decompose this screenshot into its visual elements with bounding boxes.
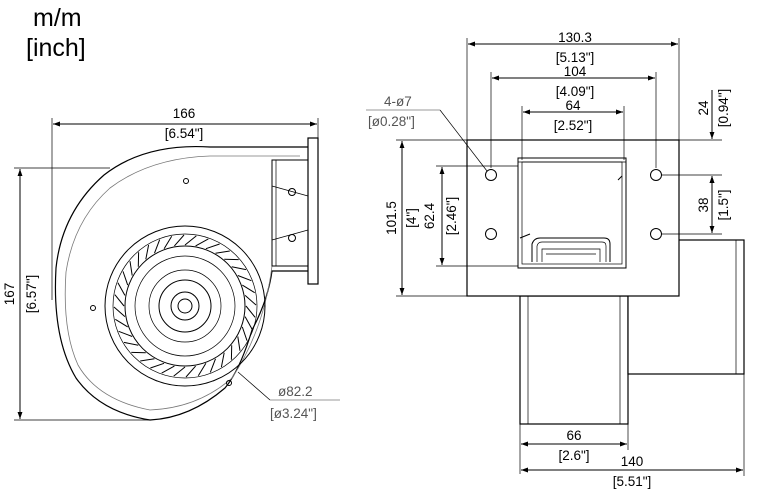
dim-outlet-height-in: [2.46"] <box>444 197 459 236</box>
dim-holes-mm: 4-ø7 <box>384 94 412 109</box>
dim-outlet-width-in: [2.52"] <box>554 118 593 133</box>
motor-body-front <box>520 296 628 424</box>
dim-top-offset-in: [0.94"] <box>716 89 731 128</box>
dim-flange-width-in: [5.13"] <box>556 50 595 65</box>
dim-hole-vspacing-in: [1.5"] <box>716 189 731 220</box>
dim-wheel-dia-in: [ø3.24"] <box>270 406 317 421</box>
dim-outlet-width-mm: 64 <box>565 98 581 113</box>
dim-height-in: [6.57"] <box>24 275 39 314</box>
side-view: 166 [6.54"] 167 [6.57"] ø82.2 [ø3.24"] <box>2 106 340 421</box>
dim-wheel-dia-mm: ø82.2 <box>278 384 313 399</box>
dim-holes-in: [ø0.28"] <box>368 114 415 129</box>
dim-housing-width-in: [2.6"] <box>558 448 589 463</box>
dim-overall-depth-in: [5.51"] <box>613 474 652 489</box>
front-view: 130.3 [5.13"] 104 [4.09"] 64 [2.52"] 4-ø… <box>366 30 744 489</box>
volute-housing <box>55 147 312 420</box>
dim-overall-depth-mm: 140 <box>621 454 644 469</box>
dim-flange-width-mm: 130.3 <box>558 30 592 45</box>
dim-top-offset-mm: 24 <box>696 100 711 116</box>
unit-metric: m/m <box>33 4 82 32</box>
dim-housing-width-mm: 66 <box>566 428 581 443</box>
dim-width-in: [6.54"] <box>165 126 204 141</box>
mounting-flange-front <box>467 140 679 296</box>
dim-hole-vspacing-mm: 38 <box>696 197 711 212</box>
dim-flange-height-in: [4"] <box>404 208 419 228</box>
dim-height-mm: 167 <box>2 283 17 306</box>
mounting-flange-side <box>308 138 318 284</box>
dim-hole-spacing-mm: 104 <box>564 64 587 79</box>
unit-imperial: [inch] <box>26 34 86 62</box>
dim-hole-spacing-in: [4.09"] <box>556 84 595 99</box>
dim-flange-height-mm: 101.5 <box>384 201 399 235</box>
dim-width-mm: 166 <box>173 106 196 121</box>
dim-outlet-height-mm: 62.4 <box>422 202 437 229</box>
